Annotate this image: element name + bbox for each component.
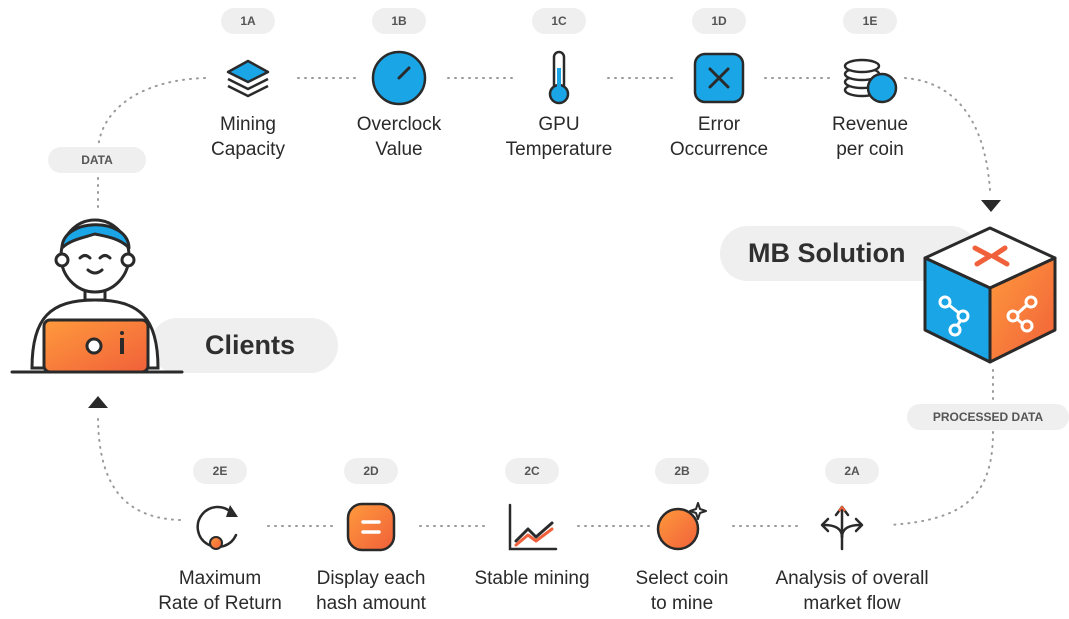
clients-pill: Clients bbox=[150, 318, 338, 373]
refresh-circle-icon bbox=[196, 505, 238, 550]
step-label-line2: Rate of Return bbox=[158, 593, 282, 614]
coins-icon bbox=[843, 58, 898, 104]
step-label-line1: Stable mining bbox=[474, 568, 590, 589]
processed-data-label: PROCESSED DATA bbox=[907, 404, 1069, 430]
step-label-line1: Select coin bbox=[635, 568, 729, 589]
step-tag: 2E bbox=[193, 458, 247, 484]
cube-logo-icon bbox=[923, 226, 1057, 364]
coin-sparkle-icon bbox=[656, 502, 707, 551]
step-1e: 1E Revenue per coin bbox=[795, 8, 945, 162]
step-tag: 1B bbox=[372, 8, 426, 34]
step-label-line1: GPU bbox=[538, 114, 580, 135]
step-label-line2: Value bbox=[375, 139, 423, 160]
gauge-icon bbox=[371, 50, 427, 106]
split-arrows-icon bbox=[820, 505, 864, 551]
clients-label: Clients bbox=[205, 330, 296, 360]
step-label-line2: to mine bbox=[650, 593, 714, 614]
step-tag: 1C bbox=[532, 8, 586, 34]
step-label-line1: Maximum bbox=[178, 568, 262, 589]
step-tag: 1D bbox=[692, 8, 746, 34]
step-tag: 2B bbox=[655, 458, 709, 484]
solution-label: MB Solution bbox=[748, 238, 906, 268]
step-label-line2: market flow bbox=[803, 593, 901, 614]
step-2c: 2C Stable mining bbox=[457, 458, 607, 591]
equals-icon bbox=[346, 502, 396, 552]
step-label-line2: hash amount bbox=[316, 593, 426, 614]
layers-icon bbox=[226, 59, 270, 98]
step-label-line1: Revenue bbox=[831, 114, 909, 135]
step-tag: 2A bbox=[825, 458, 879, 484]
step-2d: 2D Display each hash amount bbox=[296, 458, 446, 616]
step-label-line2: per coin bbox=[836, 139, 904, 160]
step-label-line2: Capacity bbox=[211, 139, 285, 160]
step-label-line1: Error bbox=[697, 114, 741, 135]
step-tag: 1E bbox=[843, 8, 897, 34]
step-label-line1: Analysis of overall bbox=[775, 568, 929, 589]
step-label-line2: Temperature bbox=[505, 139, 613, 160]
step-label-line2: Occurrence bbox=[669, 139, 769, 160]
step-tag: 2C bbox=[505, 458, 559, 484]
step-label-line1: Overclock bbox=[356, 114, 442, 135]
data-label: DATA bbox=[48, 147, 146, 173]
step-2b: 2B Select coin to mine bbox=[607, 458, 757, 616]
step-label-line1: Display each bbox=[316, 568, 426, 589]
line-chart-icon bbox=[508, 503, 558, 551]
client-person-icon bbox=[10, 218, 184, 374]
step-1c: 1C GPU Temperature bbox=[484, 8, 634, 162]
step-2a: 2A Analysis of overall market flow bbox=[767, 458, 937, 616]
error-x-icon bbox=[693, 52, 745, 104]
step-tag: 1A bbox=[221, 8, 275, 34]
step-tag: 2D bbox=[344, 458, 398, 484]
thermometer-icon bbox=[548, 50, 570, 105]
step-label-line1: Mining bbox=[220, 114, 276, 135]
